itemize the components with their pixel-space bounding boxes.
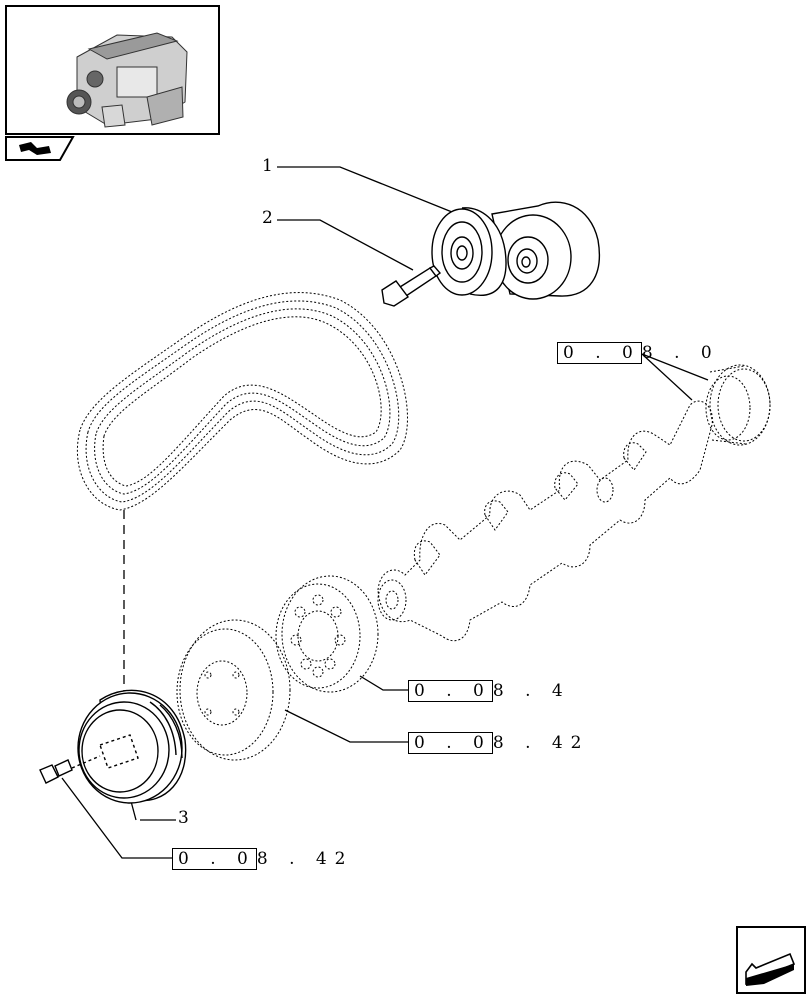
reference-boxed-part: 0 . 0 (408, 732, 493, 754)
drive-belt (76, 292, 408, 700)
reference-crankshaft-gear[interactable]: 0 . 08 . 0 (557, 342, 720, 364)
reference-boxed-part: 0 . 0 (557, 342, 642, 364)
leader-line-damper (359, 675, 408, 691)
callout-1: 1 (262, 156, 273, 176)
reference-rest-part: 8 . 0 (641, 343, 720, 363)
belt-tensioner (431, 201, 600, 300)
vibration-damper (275, 575, 379, 693)
crank-pulley (176, 619, 291, 761)
leader-line-1 (277, 166, 453, 213)
reference-boxed-part: 0 . 0 (172, 848, 257, 870)
engine-thumbnail-icon (66, 32, 188, 128)
crankshaft-gear (705, 364, 771, 446)
reference-pulley-assembly[interactable]: 0 . 08 . 42 (408, 732, 590, 754)
callout-2: 2 (262, 208, 273, 228)
engine-thumbnail (5, 5, 220, 135)
crankshaft (377, 400, 713, 642)
front-pulley (77, 689, 187, 804)
book-arrow-icon (5, 136, 75, 161)
leader-line-bolt (61, 777, 172, 859)
leader-line-gear (641, 353, 709, 401)
reference-vibration-damper[interactable]: 0 . 08 . 4 (408, 680, 571, 702)
leader-line-pulley (284, 709, 408, 743)
tensioner-bolt (381, 265, 442, 307)
reference-pulley-bolt[interactable]: 0 . 08 . 42 (172, 848, 354, 870)
thumbnail-tab[interactable] (5, 136, 75, 166)
reference-boxed-part: 0 . 0 (408, 680, 493, 702)
callout-3: 3 (178, 808, 189, 828)
reference-rest-part: 8 . 42 (492, 733, 590, 753)
leader-line-2 (277, 219, 414, 271)
next-page-button[interactable] (736, 926, 806, 994)
reference-rest-part: 8 . 42 (256, 849, 354, 869)
reference-rest-part: 8 . 4 (492, 681, 571, 701)
next-page-arrow-icon (736, 926, 806, 994)
pulley-bolt (39, 755, 101, 784)
